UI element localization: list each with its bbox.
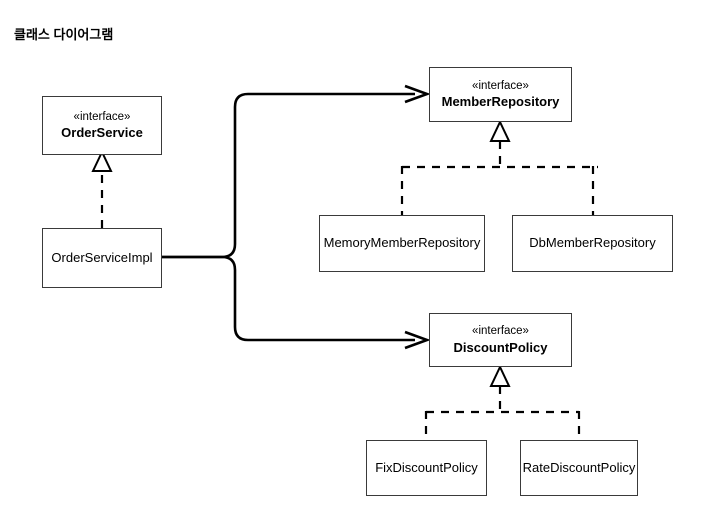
class-box-member-repository[interactable]: «interface» MemberRepository <box>429 67 572 122</box>
class-name-label: OrderService <box>61 125 143 141</box>
edge-impl-uses-discountpolicy <box>162 255 431 350</box>
class-name-label: DbMemberRepository <box>529 235 656 251</box>
class-name-label: MemoryMemberRepository <box>323 235 481 251</box>
class-box-fix-discount-policy[interactable]: FixDiscountPolicy <box>366 440 487 496</box>
class-name-label: FixDiscountPolicy <box>375 459 478 475</box>
class-box-order-service-impl[interactable]: OrderServiceImpl <box>42 228 162 288</box>
stereotype-label: «interface» <box>472 79 529 92</box>
hollow-triangle-arrowhead-icon <box>489 364 511 387</box>
hollow-triangle-arrowhead-icon <box>91 149 113 172</box>
association-line <box>162 255 415 342</box>
class-box-memory-member-repository[interactable]: MemoryMemberRepository <box>319 215 485 272</box>
association-line <box>162 92 415 259</box>
class-box-discount-policy[interactable]: «interface» DiscountPolicy <box>429 313 572 367</box>
class-name-label: DiscountPolicy <box>453 339 548 355</box>
class-name-label: RateDiscountPolicy <box>522 459 636 475</box>
class-name-label: MemberRepository <box>441 94 560 110</box>
edge-memberrepository-realizations <box>400 119 598 215</box>
stereotype-label: «interface» <box>73 110 131 123</box>
edge-impl-uses-memberrepository <box>162 84 431 259</box>
hollow-triangle-arrowhead-icon <box>489 119 511 142</box>
open-arrowhead-icon <box>404 84 431 104</box>
page-title: 클래스 다이어그램 <box>14 27 114 42</box>
edge-discountpolicy-realizations <box>424 364 581 440</box>
class-box-db-member-repository[interactable]: DbMemberRepository <box>512 215 673 272</box>
stereotype-label: «interface» <box>472 325 529 338</box>
class-box-order-service[interactable]: «interface» OrderService <box>42 96 162 155</box>
edge-impl-realizes-orderservice <box>91 149 113 228</box>
class-name-label: OrderServiceImpl <box>51 249 153 265</box>
class-box-rate-discount-policy[interactable]: RateDiscountPolicy <box>520 440 638 496</box>
open-arrowhead-icon <box>404 330 431 350</box>
